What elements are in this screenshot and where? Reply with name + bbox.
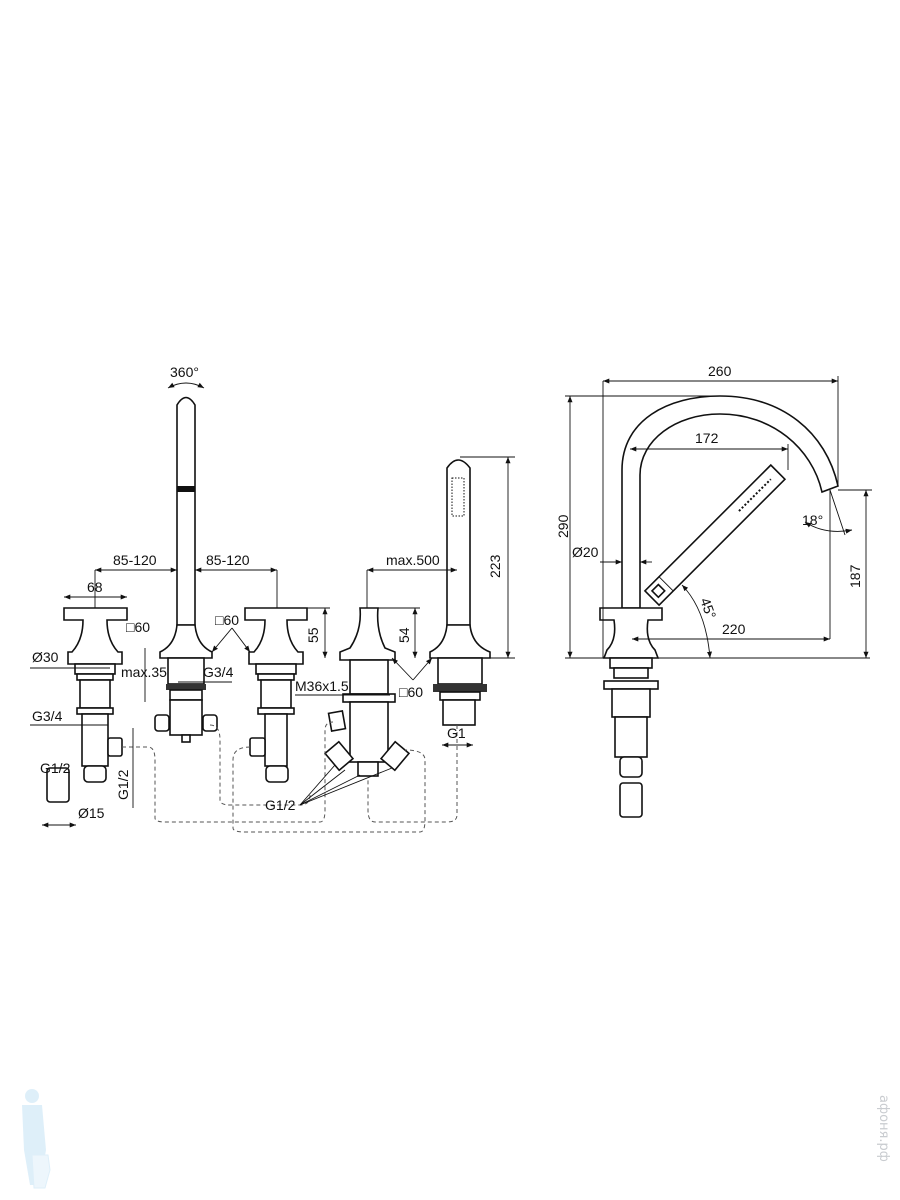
bath-spout: [154, 396, 218, 743]
dim-handle-width: 68: [87, 579, 103, 595]
rotation-label: 360°: [170, 364, 199, 380]
hand-shower: [429, 459, 491, 726]
dim-diameter-30: Ø30: [32, 649, 59, 665]
dim-thread-spout: G3/4: [203, 664, 234, 680]
dim-spout-angle: 18°: [802, 512, 823, 528]
dim-max-thickness: max.35: [121, 664, 167, 680]
dim-spacing-left: 85-120: [113, 552, 157, 568]
rotation-arrow-icon: [167, 382, 205, 389]
dim-square-right: □60: [399, 684, 423, 700]
dim-connections: G1/2: [265, 797, 296, 813]
dim-spacing-right: 85-120: [206, 552, 250, 568]
dim-pipe-diameter: Ø20: [572, 544, 599, 560]
dim-height: 290: [555, 514, 571, 538]
front-view: 360°: [30, 364, 515, 833]
dim-reach-inner: 172: [695, 430, 719, 446]
dim-diverter-height: 54: [396, 627, 412, 643]
dim-thread-valve: G3/4: [32, 708, 63, 724]
dim-reach: 220: [722, 621, 746, 637]
dim-width: 260: [708, 363, 732, 379]
side-view: 260 290 172 Ø20 18° 45° 220 187: [555, 363, 872, 818]
plumber-logo: [22, 1089, 51, 1189]
dim-handle-height: 55: [305, 627, 321, 643]
dim-outlet-height: 187: [847, 564, 863, 588]
dim-thread-small: G1/2: [40, 760, 71, 776]
dim-shower-angle: 45°: [697, 596, 719, 621]
spout-arc: [621, 395, 839, 609]
cold-valve: [46, 607, 128, 803]
diverter: [323, 607, 411, 777]
dim-shower-thread: G1: [447, 725, 466, 741]
hot-valve: [244, 607, 308, 783]
dim-diverter-thread: M36x1.5: [295, 678, 349, 694]
side-hand-shower: [643, 463, 787, 607]
dim-hose-length: max.500: [386, 552, 440, 568]
dim-square-middle: □60: [215, 612, 239, 628]
front-dimensions: 85-120 85-120 68 □60 □60 Ø30 max.35 G3/4…: [30, 456, 515, 828]
watermark-text: афоня.рф: [876, 1095, 891, 1162]
dim-diameter-15: Ø15: [78, 805, 105, 821]
dim-square-left: □60: [126, 619, 150, 635]
dim-thread-vertical: G1/2: [115, 769, 131, 800]
hoses: [122, 721, 458, 833]
dim-shower-height: 223: [487, 554, 503, 578]
